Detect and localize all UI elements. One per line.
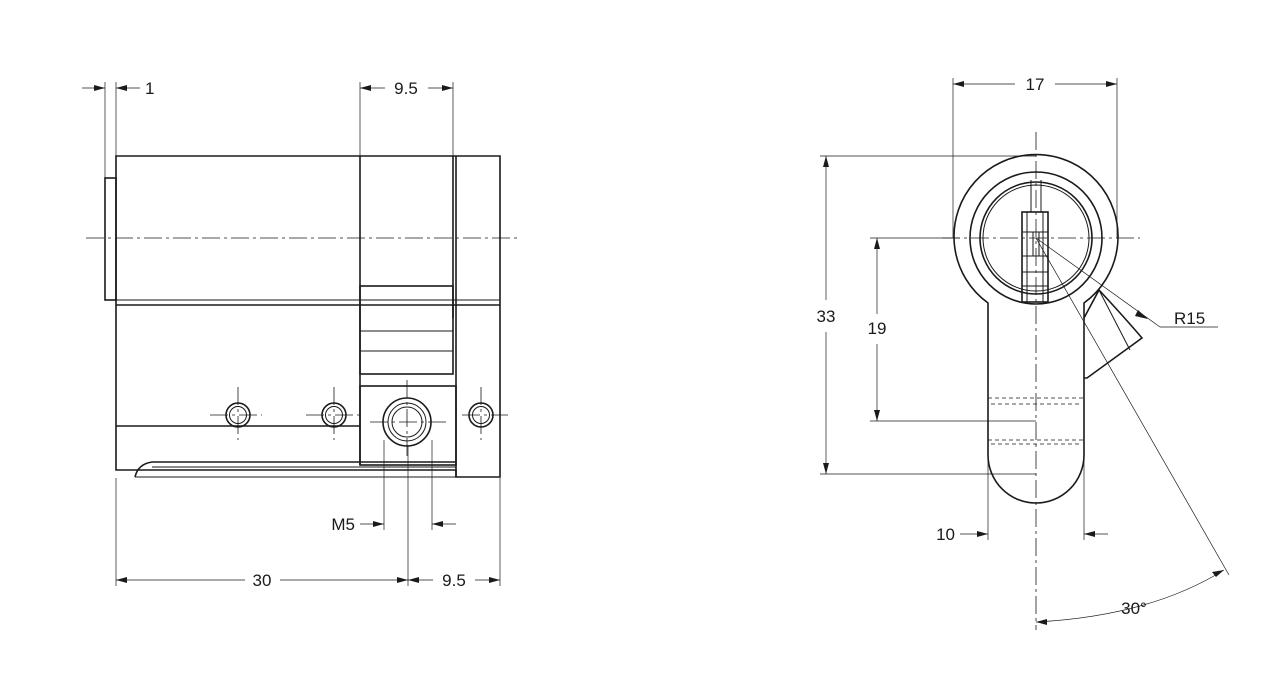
- dim-1: 1: [145, 79, 154, 98]
- dim-m5: M5: [331, 515, 355, 534]
- dim-9-5-top: 9.5: [394, 79, 418, 98]
- dim-33: 33: [817, 307, 836, 326]
- front-view: 17 33 19 R15 10 30°: [817, 75, 1230, 630]
- dim-30-degrees: 30°: [1121, 599, 1147, 618]
- dim-9-5-bottom: 9.5: [442, 571, 466, 590]
- dim-19: 19: [868, 319, 887, 338]
- dim-30: 30: [253, 571, 272, 590]
- dim-10: 10: [936, 525, 955, 544]
- dim-r15: R15: [1174, 309, 1205, 328]
- side-view: 1 9.5 30 9.5 M5: [82, 79, 520, 590]
- dim-17: 17: [1026, 75, 1045, 94]
